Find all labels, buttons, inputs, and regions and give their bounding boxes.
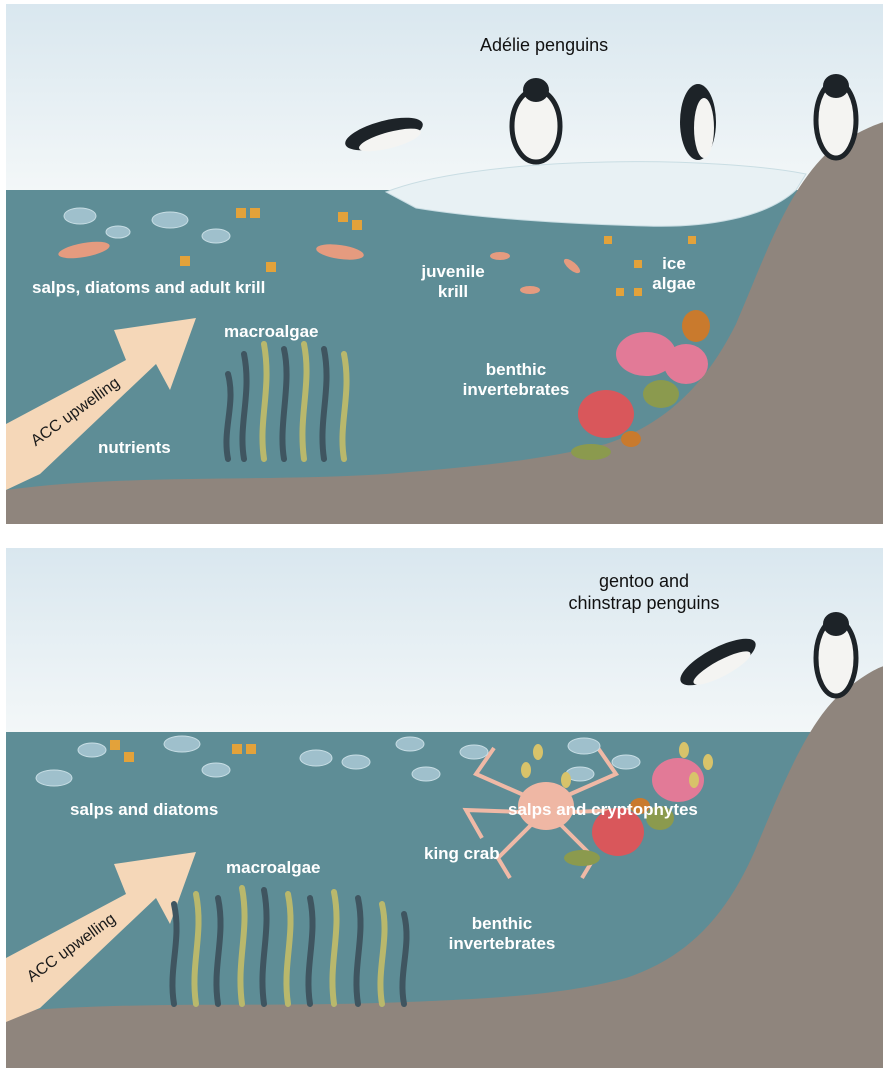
king-crab-label: king crab xyxy=(424,844,500,864)
sky xyxy=(6,4,883,190)
juvenile-krill-label: juvenile krill xyxy=(416,262,490,302)
gentoo-chinstrap-label: gentoo and chinstrap penguins xyxy=(554,570,734,614)
adelie-penguins-label: Adélie penguins xyxy=(480,34,608,56)
benthic-line-1: benthic xyxy=(448,360,584,380)
ice-algae-line-2: algae xyxy=(644,274,704,294)
salps-diatoms-label: salps and diatoms xyxy=(70,800,218,820)
ice-algae-line-1: ice xyxy=(644,254,704,274)
juvenile-krill-line-1: juvenile xyxy=(416,262,490,282)
salps-cryptophytes-label: salps and cryptophytes xyxy=(508,800,698,820)
salps-diatoms-krill-label: salps, diatoms and adult krill xyxy=(32,278,265,298)
juvenile-krill-line-2: krill xyxy=(416,282,490,302)
bottom-panel: gentoo and chinstrap penguins salps and … xyxy=(6,548,883,1068)
benthic-invertebrates-label: benthic invertebrates xyxy=(432,914,572,954)
macroalgae-label: macroalgae xyxy=(224,322,319,342)
gentoo-line-1: gentoo and xyxy=(554,570,734,592)
top-panel: Adélie penguins salps, diatoms and adult… xyxy=(6,4,883,524)
ice-algae-label: ice algae xyxy=(644,254,704,294)
benthic-line-2: invertebrates xyxy=(432,934,572,954)
benthic-line-1: benthic xyxy=(432,914,572,934)
gentoo-line-2: chinstrap penguins xyxy=(554,592,734,614)
nutrients-label: nutrients xyxy=(98,438,171,458)
benthic-invertebrates-label: benthic invertebrates xyxy=(448,360,584,400)
benthic-line-2: invertebrates xyxy=(448,380,584,400)
macroalgae-label: macroalgae xyxy=(226,858,321,878)
